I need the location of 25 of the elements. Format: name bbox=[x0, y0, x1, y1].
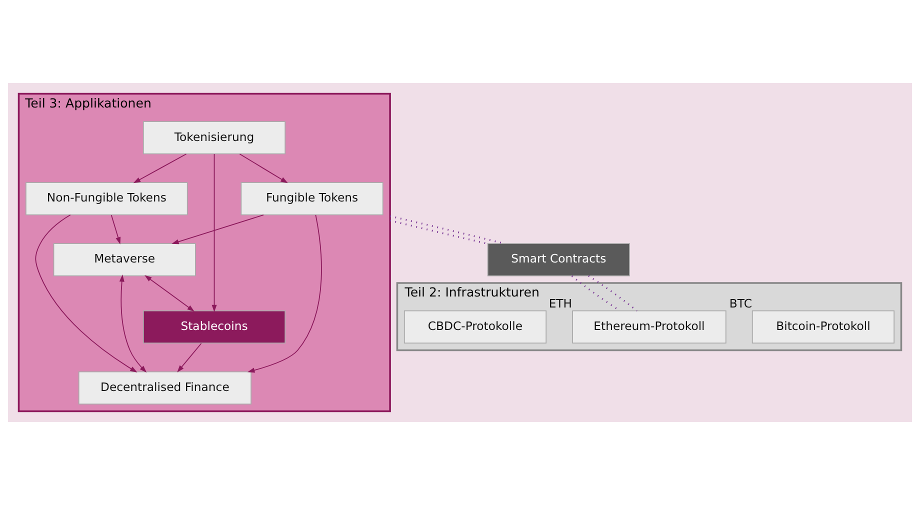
arrow bbox=[212, 154, 217, 312]
arrow bbox=[144, 275, 194, 312]
arrow bbox=[248, 214, 322, 373]
node-box: Bitcoin-Protokoll bbox=[752, 310, 895, 344]
connector bbox=[390, 215, 504, 244]
connector bbox=[588, 275, 638, 312]
node-box: Tokenisierung bbox=[142, 121, 286, 154]
node-label: BTC bbox=[729, 296, 752, 311]
arrow bbox=[35, 214, 138, 372]
node-box: Ethereum-Protokoll bbox=[572, 310, 726, 344]
connector bbox=[390, 220, 488, 245]
node-box: Non-Fungible Tokens bbox=[25, 182, 188, 216]
node-box: Metaverse bbox=[53, 243, 196, 276]
arrow bbox=[239, 154, 288, 184]
node-box: Fungible Tokens bbox=[240, 182, 384, 216]
arrow bbox=[133, 154, 187, 184]
arrow bbox=[119, 274, 147, 373]
arrow bbox=[177, 342, 202, 372]
arrow bbox=[110, 214, 121, 244]
node-box: CBDC-Protokolle bbox=[404, 310, 547, 344]
node-label: ETH bbox=[548, 296, 572, 311]
node-box: Smart Contracts bbox=[487, 243, 630, 276]
node-box: Decentralised Finance bbox=[78, 371, 252, 405]
arrow bbox=[172, 214, 264, 244]
node-box: Stablecoins bbox=[142, 310, 286, 344]
